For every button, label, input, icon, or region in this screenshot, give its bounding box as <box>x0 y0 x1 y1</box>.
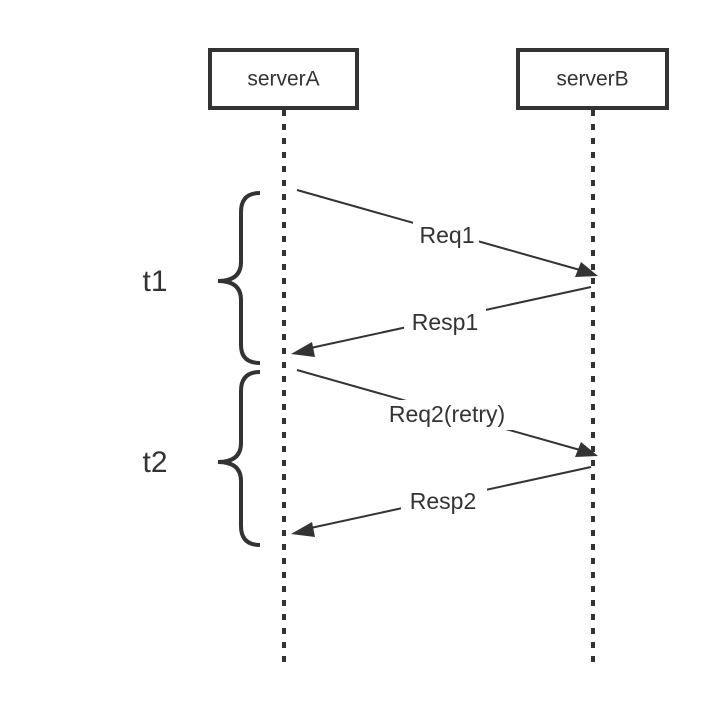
arrowhead-icon <box>575 262 598 277</box>
message-resp2: Resp2 <box>291 466 592 537</box>
interval-label-t1: t1 <box>142 265 167 298</box>
brace-t2 <box>217 370 261 547</box>
arrowhead-icon <box>575 442 598 457</box>
message-label-bg <box>401 488 487 518</box>
message-label-bg <box>404 308 486 338</box>
message-label-bg <box>372 400 522 430</box>
message-label: Req2(retry) <box>389 401 505 427</box>
message-label-bg <box>413 222 479 250</box>
actor-server-a: serverA <box>208 48 359 110</box>
actor-server-b: serverB <box>516 48 669 110</box>
message-label: Resp2 <box>410 488 476 514</box>
message-label: Resp1 <box>412 309 478 335</box>
message-resp1: Resp1 <box>291 286 592 357</box>
actor-box-server-a <box>208 48 359 110</box>
actor-label-server-b: serverB <box>556 68 628 91</box>
actor-box-server-b <box>516 48 669 110</box>
message-label: Req1 <box>420 222 475 248</box>
message-req1: Req1 <box>296 189 598 277</box>
brace-t1 <box>217 191 261 365</box>
actor-label-server-a: serverA <box>247 68 319 91</box>
message-req2-retry: Req2(retry) <box>296 369 598 457</box>
arrowhead-icon <box>291 342 315 357</box>
interval-label-t2: t2 <box>142 446 167 479</box>
arrowhead-icon <box>291 522 315 537</box>
